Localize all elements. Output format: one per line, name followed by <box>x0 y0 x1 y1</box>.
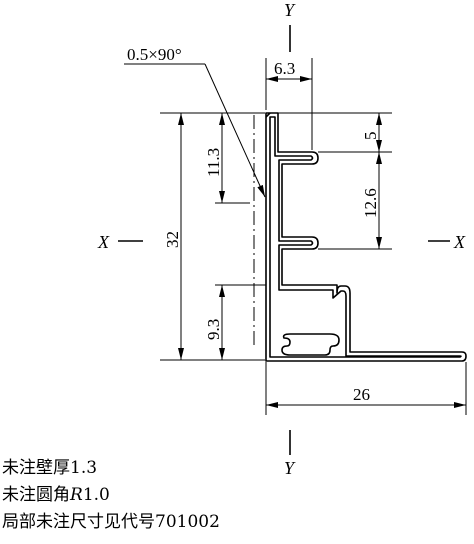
x-axis-label-right: X <box>453 232 466 252</box>
dim-value-6-3: 6.3 <box>274 59 295 78</box>
dim-value-11-3: 11.3 <box>204 148 223 177</box>
chamfer-leader <box>124 63 266 198</box>
note-wall-thickness: 未注壁厚1.3 <box>2 455 220 482</box>
y-axis-label-top: Y <box>284 0 296 20</box>
dimension-lines <box>178 76 466 408</box>
note-local-dimensions: 局部未注尺寸见代号701002 <box>2 512 220 532</box>
profile-outline <box>265 112 467 362</box>
note-radius-prefix: 未注圆角 <box>2 485 70 505</box>
note-wall-prefix: 未注壁厚 <box>2 458 70 478</box>
dim-value-26: 26 <box>353 385 370 404</box>
note-radius-symbol: R <box>70 485 83 505</box>
dim-value-32: 32 <box>163 231 182 248</box>
dim-value-12-6: 12.6 <box>361 188 380 218</box>
x-axis-label-left: X <box>97 232 110 252</box>
base-hollow <box>281 333 340 356</box>
notes-block: 未注壁厚1.3 未注圆角R1.0 局部未注尺寸见代号701002 <box>2 455 220 536</box>
note-fillet-radius: 未注圆角R1.0 <box>2 482 220 509</box>
dim-value-5: 5 <box>361 132 380 141</box>
note-wall-value: 1.3 <box>70 458 98 478</box>
note-radius-value: 1.0 <box>82 485 110 505</box>
dim-value-9-3: 9.3 <box>204 319 223 340</box>
y-axis-label-bottom: Y <box>284 458 296 478</box>
chamfer-label: 0.5×90° <box>127 45 182 64</box>
